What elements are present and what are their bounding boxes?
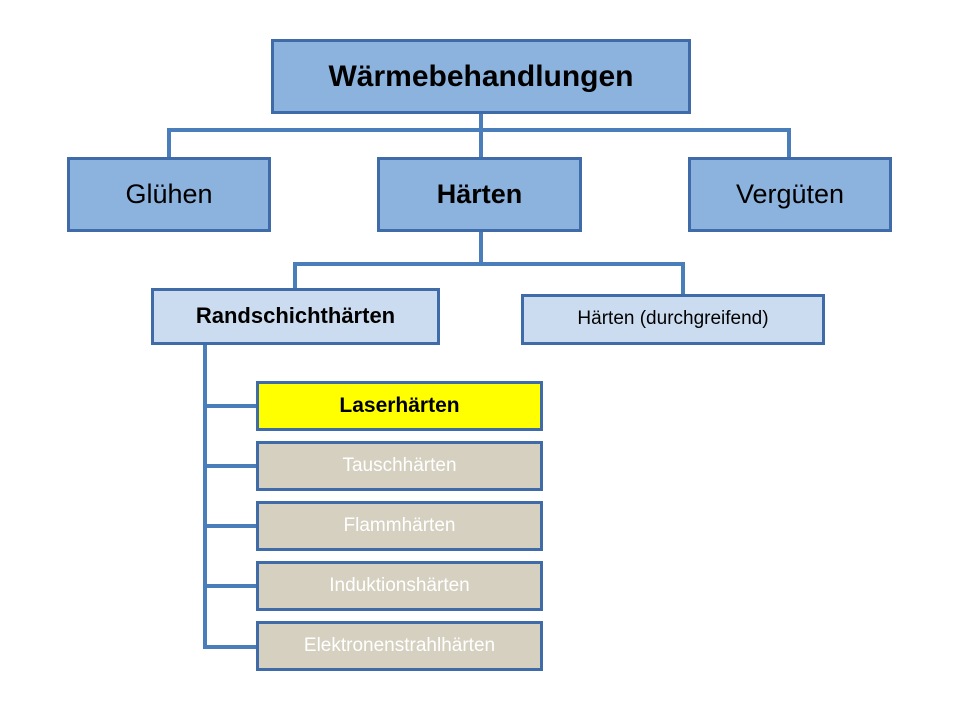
node-waermebehandlungen[interactable]: Wärmebehandlungen xyxy=(271,39,691,114)
node-haerten[interactable]: Härten xyxy=(377,157,582,232)
connector-to-flammhaerten xyxy=(203,524,259,528)
connector-to-gluehen xyxy=(167,128,171,160)
node-laserhaerten[interactable]: Laserhärten xyxy=(256,381,543,431)
node-haerten-durchgreifend[interactable]: Härten (durchgreifend) xyxy=(521,294,825,345)
connector-to-randschicht xyxy=(293,262,297,291)
connector-to-tauschhaerten xyxy=(203,464,259,468)
connector-haerten-stem xyxy=(479,232,483,266)
connector-to-elektronenstrahlhaerten xyxy=(203,645,259,649)
connector-leaf-spine xyxy=(203,345,207,649)
node-flammhaerten[interactable]: Flammhärten xyxy=(256,501,543,551)
connector-level3-bus xyxy=(293,262,685,266)
connector-to-vergueten xyxy=(787,128,791,160)
node-gluehen[interactable]: Glühen xyxy=(67,157,271,232)
node-verguueten[interactable]: Vergüten xyxy=(688,157,892,232)
node-tauschhaerten[interactable]: Tauschhärten xyxy=(256,441,543,491)
connector-to-laserhaerten xyxy=(203,404,259,408)
connector-to-durchgreifend xyxy=(681,262,685,297)
connector-to-induktionshaerten xyxy=(203,584,259,588)
node-induktionshaerten[interactable]: Induktionshärten xyxy=(256,561,543,611)
connector-root-stem xyxy=(479,114,483,162)
node-randschichthaerten[interactable]: Randschichthärten xyxy=(151,288,440,345)
node-elektronenstrahlhaerten[interactable]: Elektronenstrahlhärten xyxy=(256,621,543,671)
connector-level2-bus xyxy=(167,128,791,132)
